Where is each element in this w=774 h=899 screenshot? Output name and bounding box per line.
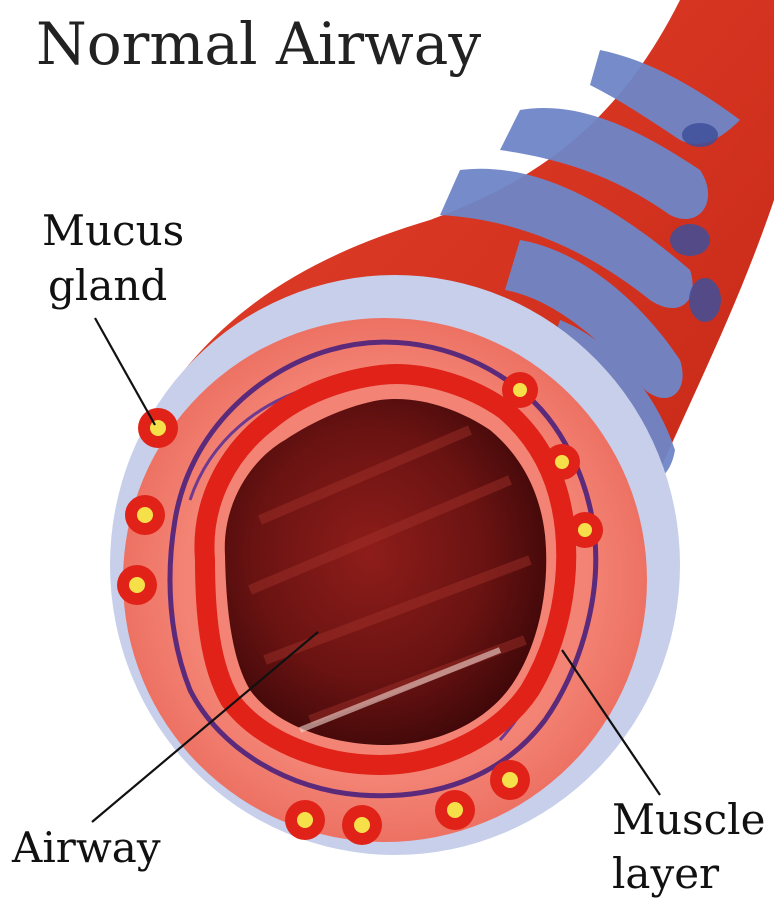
gland — [544, 444, 580, 480]
gland — [285, 800, 325, 840]
gland — [435, 790, 475, 830]
gland — [117, 565, 157, 605]
label-airway-text: Airway — [11, 823, 161, 872]
gland — [125, 495, 165, 535]
label-mucus-gland-line2: gland — [48, 261, 167, 310]
leader-line-mucus-gland — [95, 318, 155, 425]
diagram-title: Normal Airway — [36, 10, 481, 78]
gland — [567, 512, 603, 548]
label-muscle-layer-line1: Muscle — [612, 795, 765, 844]
label-muscle-layer-line2: layer — [612, 849, 720, 898]
label-mucus-gland-line1: Mucus — [42, 206, 184, 255]
gland — [490, 760, 530, 800]
gland — [342, 805, 382, 845]
label-mucus-gland: Mucus gland — [42, 206, 184, 425]
gland — [138, 408, 178, 448]
gland — [502, 372, 538, 408]
